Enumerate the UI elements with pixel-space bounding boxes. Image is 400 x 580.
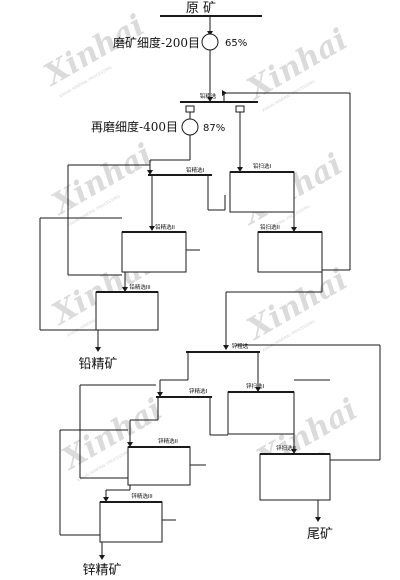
- svg-text:Xinhai: Xinhai: [240, 262, 354, 348]
- zinc-cleaner-1-label: 锌精选I: [189, 387, 208, 395]
- regrinding-label: 再磨细度-400目: [91, 119, 178, 134]
- tailings-label: 尾矿: [307, 527, 333, 542]
- lead-scavenger-1-label: 铅扫选I: [253, 162, 272, 170]
- lead-concentrate-label: 铅精矿: [78, 357, 117, 372]
- zinc-scavenger-1-cell: [227, 391, 295, 435]
- lead-cleaner-2-cell: [121, 231, 187, 273]
- zinc-cleaner-2-label: 锌精选II: [158, 437, 178, 445]
- zinc-cleaner-3-cell: [99, 501, 163, 543]
- lead-rougher-label: 铅粗选: [200, 92, 217, 100]
- regrinding-percent: 87%: [203, 123, 225, 134]
- grinding-percent: 65%: [225, 38, 247, 49]
- regrind-mill-icon: [181, 118, 199, 136]
- svg-text:Xinhai: Xinhai: [45, 137, 159, 223]
- zinc-cleaner-3-label: 锌精选III: [131, 492, 153, 500]
- zinc-scavenger-2-cell: [259, 453, 331, 501]
- zinc-scavenger-2-label: 锌扫选II: [276, 444, 296, 452]
- grinding-mill-icon: [201, 33, 219, 51]
- zinc-cleaner-2-cell: [127, 446, 191, 486]
- lead-cleaner-2-label: 铅精选II: [155, 223, 175, 231]
- grinding-label: 磨矿细度-200目: [113, 35, 200, 50]
- svg-text:Xinhai: Xinhai: [240, 22, 354, 108]
- lead-cleaner-3-label: 铅精选III: [129, 283, 151, 291]
- zinc-scavenger-1-label: 锌扫选I: [246, 382, 265, 390]
- lead-scavenger-2-label: 铅扫选II: [260, 223, 280, 231]
- lead-scavenger-1-cell: [229, 171, 295, 213]
- lead-cleaner-1-label: 铅精选I: [186, 166, 205, 174]
- feed-label: 原 矿: [186, 1, 216, 16]
- lead-scavenger-2-cell: [257, 231, 323, 273]
- zinc-rougher-label: 锌粗选: [232, 342, 249, 350]
- lead-cleaner-3-cell: [95, 291, 159, 331]
- zinc-concentrate-label: 锌精矿: [82, 563, 121, 578]
- svg-text:Xinhai: Xinhai: [37, 8, 151, 94]
